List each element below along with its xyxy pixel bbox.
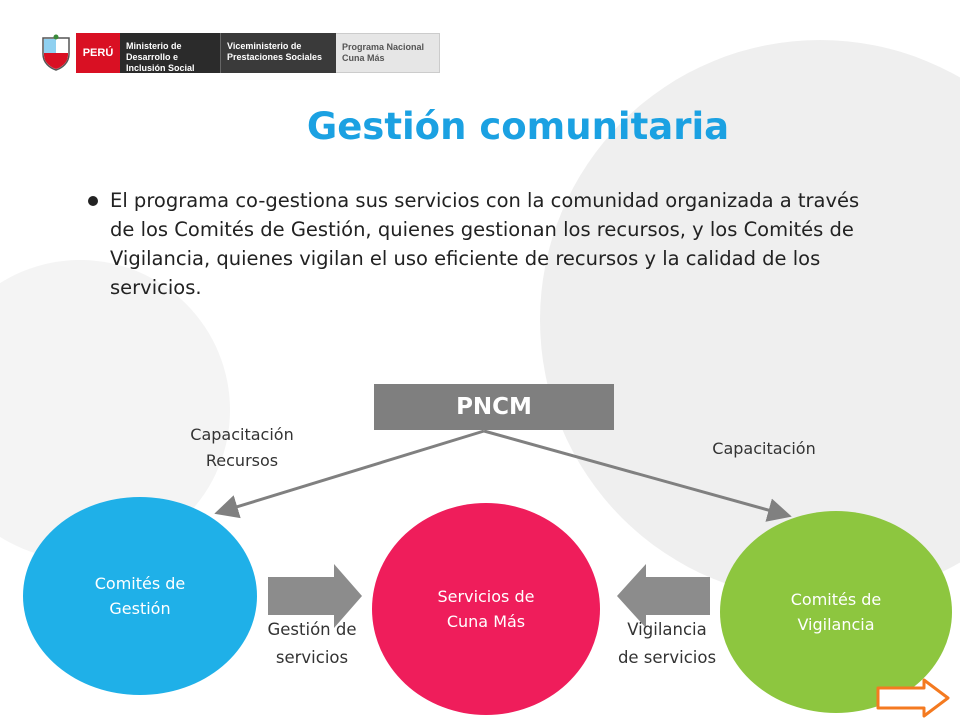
node-vigilancia-line2: Vigilancia	[797, 615, 875, 634]
block-arrow-right	[268, 564, 362, 628]
arrow-pncm-to-gestion	[214, 429, 485, 519]
flow-label-vigilancia: Vigilancia de servicios	[604, 616, 730, 672]
node-gestion-line2: Gestión	[109, 599, 171, 618]
node-comites-vigilancia: Comités de Vigilancia	[720, 511, 952, 713]
program-label: Programa Nacional Cuna Más	[336, 33, 440, 73]
node-servicios-cuna-mas: Servicios de Cuna Más	[372, 503, 600, 715]
node-servicios-line2: Cuna Más	[446, 612, 526, 631]
country-label: PERÚ	[76, 33, 120, 73]
edge-label-right-line1: Capacitación	[712, 439, 816, 458]
edge-label-left: Capacitación Recursos	[180, 422, 304, 474]
next-arrow-icon[interactable]	[876, 678, 952, 720]
bullet-dot	[88, 196, 98, 206]
edge-label-left-line2: Recursos	[205, 451, 279, 470]
block-arrow-left	[617, 564, 710, 628]
vice-ministry-label: Viceministerio de Prestaciones Sociales	[220, 33, 336, 73]
node-servicios-line1: Servicios de	[437, 587, 535, 606]
slide-title: Gestión comunitaria	[0, 105, 960, 148]
node-vigilancia-line1: Comités de	[790, 590, 882, 609]
flow-label-gestion: Gestión de servicios	[252, 616, 372, 672]
ministry-label: Ministerio de Desarrollo e Inclusión Soc…	[120, 33, 220, 73]
pncm-box: PNCM	[374, 384, 614, 430]
slide-title-text: Gestión comunitaria	[306, 105, 730, 148]
flow-label-vigilancia-line2: de servicios	[617, 648, 717, 667]
edge-label-right: Capacitación	[694, 436, 834, 462]
bullet-text: El programa co-gestiona sus servicios co…	[110, 189, 860, 299]
flow-label-vigilancia-line1: Vigilancia	[627, 620, 707, 639]
flow-label-gestion-line1: Gestión de	[267, 620, 357, 639]
arrow-pncm-to-vigilancia	[483, 429, 792, 522]
header-logo-strip: PERÚ Ministerio de Desarrollo e Inclusió…	[38, 33, 440, 73]
edge-label-left-line1: Capacitación	[190, 425, 294, 444]
coat-of-arms-icon	[38, 33, 74, 73]
node-gestion-line1: Comités de	[94, 574, 186, 593]
node-comites-gestion: Comités de Gestión	[23, 497, 257, 695]
flow-label-gestion-line2: servicios	[275, 648, 349, 667]
